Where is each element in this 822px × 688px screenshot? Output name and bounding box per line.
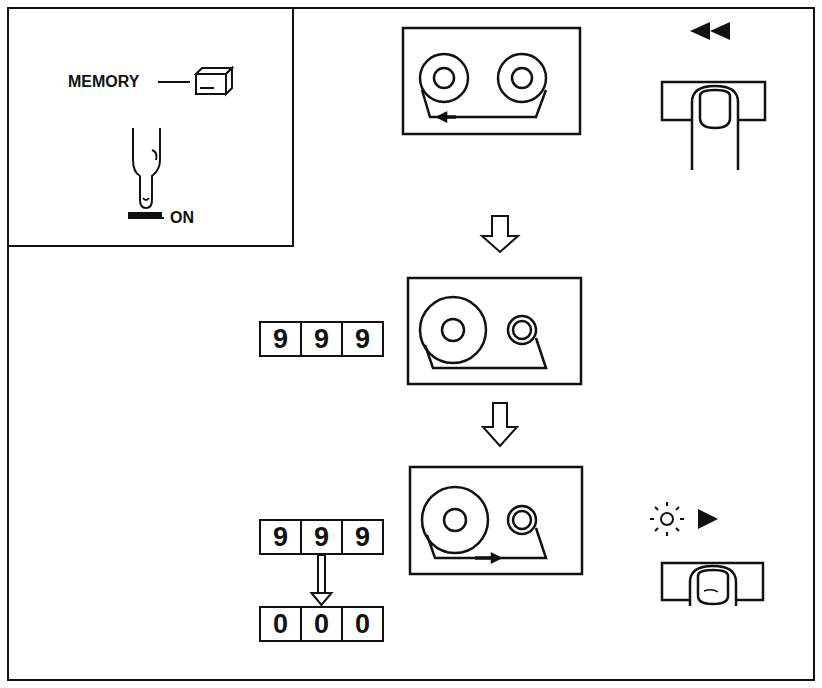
counter-digit: 0 <box>355 611 370 638</box>
flow-arrow <box>312 555 332 605</box>
cassette-panel <box>410 467 582 574</box>
counter-digit: 9 <box>314 524 329 551</box>
switch-on-bar <box>128 212 162 217</box>
outer-frame <box>8 8 814 680</box>
counter-digit: 0 <box>273 611 288 638</box>
inset-frame <box>8 8 293 246</box>
play-button <box>662 563 763 606</box>
switch-base <box>128 217 164 219</box>
cassette-panel <box>403 28 580 134</box>
counter-digit: 9 <box>355 524 370 551</box>
counter-digit-box: 0 <box>300 606 343 642</box>
leader-line <box>158 81 190 83</box>
flow-arrow <box>483 403 517 446</box>
counter-digit: 9 <box>355 326 370 353</box>
counter-digit-box: 9 <box>259 321 302 357</box>
lamp-symbol <box>650 502 684 536</box>
counter-digit: 9 <box>273 326 288 353</box>
counter-digit: 9 <box>273 524 288 551</box>
counter-digit-box: 9 <box>341 321 384 357</box>
counter-digit: 0 <box>314 611 329 638</box>
flow-arrow <box>482 216 518 252</box>
pointing-hand <box>133 128 160 208</box>
counter-digit: 9 <box>314 326 329 353</box>
rewind-button <box>662 82 765 170</box>
counter-digit-box: 9 <box>300 321 343 357</box>
memory-button <box>196 68 232 94</box>
control-label: ON <box>170 210 194 226</box>
counter-digit-box: 0 <box>341 606 384 642</box>
counter-digit-box: 9 <box>341 519 384 555</box>
cassette-panel <box>408 278 581 384</box>
counter-digit-box: 9 <box>259 519 302 555</box>
play-symbol <box>698 509 718 529</box>
counter-digit-box: 9 <box>300 519 343 555</box>
rewind-symbol <box>690 22 730 40</box>
control-label: MEMORY <box>68 74 139 90</box>
counter-digit-box: 0 <box>259 606 302 642</box>
